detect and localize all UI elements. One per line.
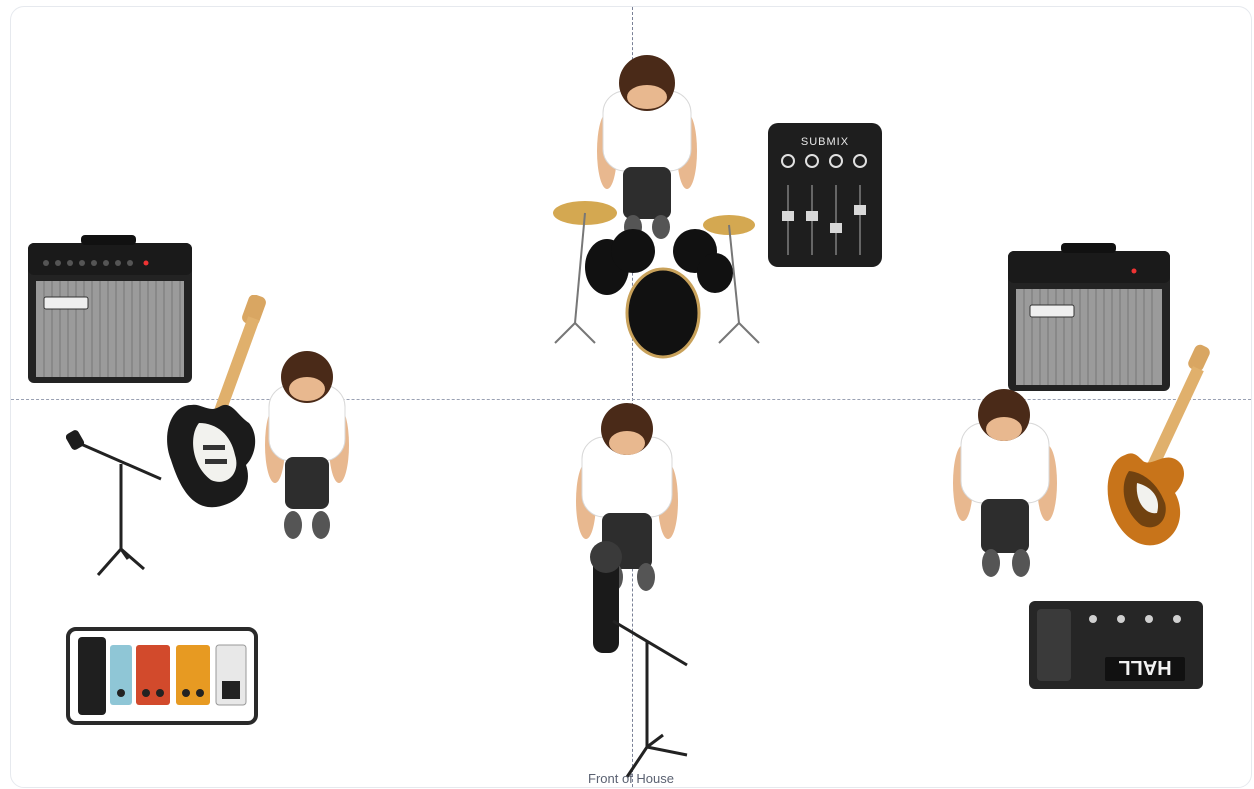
- snare: [697, 253, 733, 293]
- orange-pedal: [176, 645, 210, 705]
- wah-pedal: [78, 637, 106, 715]
- stage-plot-canvas: SUBMIX: [10, 6, 1252, 788]
- left-pedalboard[interactable]: [66, 627, 258, 725]
- submix-mixer[interactable]: SUBMIX: [766, 119, 884, 269]
- center-mic-stand[interactable]: [583, 537, 693, 782]
- submix-title: SUBMIX: [801, 136, 849, 148]
- bass-guitar[interactable]: [1095, 343, 1215, 553]
- effects-display-text: HALL: [1118, 656, 1171, 678]
- left-guitarist[interactable]: [249, 345, 364, 545]
- red-pedal: [136, 645, 170, 705]
- bassist[interactable]: [949, 387, 1064, 582]
- hall-reverb-unit[interactable]: HALL: [1027, 599, 1205, 691]
- rack-tom-1: [611, 229, 655, 273]
- kick-drum: [627, 269, 699, 357]
- front-of-house-label: Front of House: [11, 771, 1251, 786]
- drum-kit[interactable]: [545, 193, 765, 363]
- left-mic-stand[interactable]: [66, 419, 176, 579]
